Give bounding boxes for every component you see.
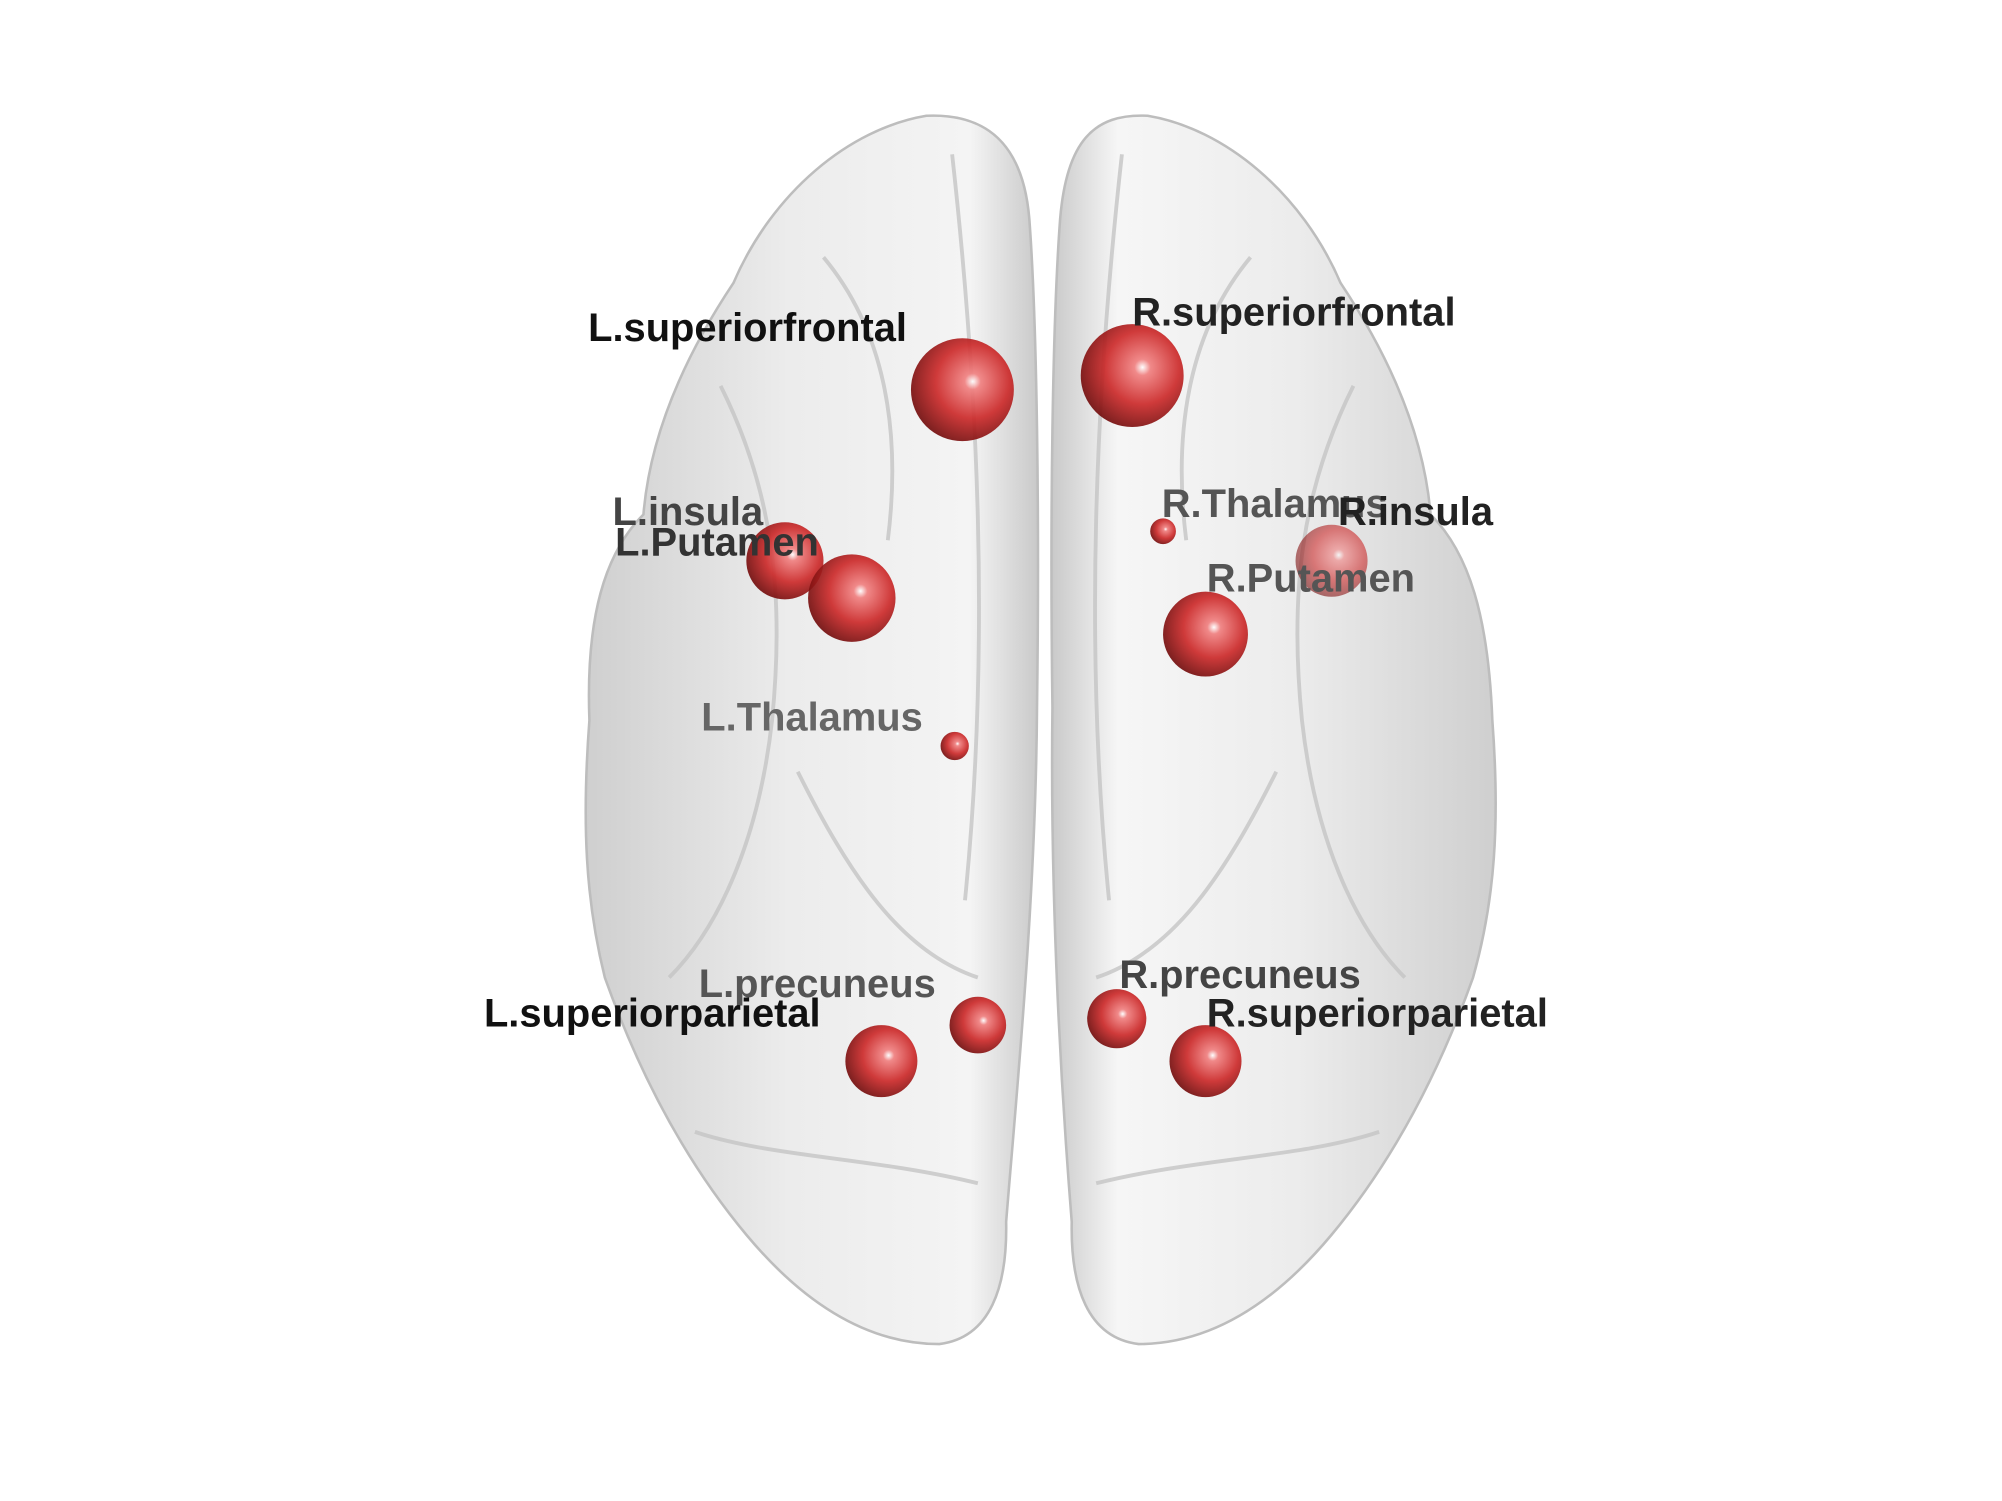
labels-layer: L.superiorfrontal R.superiorfrontalL.insu… [484,290,1548,1035]
node-label-l-putamen: L.Putamen [615,521,819,565]
node-l-insula [746,522,824,600]
node-label-l-insula: L.insula [613,490,764,534]
node-r-thalamus [1150,518,1176,545]
node-label-l-thalamus: L.Thalamus [701,696,922,740]
node-l-superiorfrontal [910,338,1014,442]
node-label-r-insula: R.insula [1338,490,1494,534]
node-l-thalamus [940,731,969,761]
nodes-layer [746,324,1368,1098]
node-label-l-superiorparietal: L.superiorparietal [484,991,821,1035]
node-l-superiorparietal [845,1025,918,1098]
node-label-l-superiorfrontal: L.superiorfrontal [588,306,907,350]
node-r-superiorfrontal [1080,324,1184,428]
node-l-precuneus [949,996,1007,1054]
node-label-r-superiorfrontal: R.superiorfrontal [1132,290,1455,334]
node-label-r-putamen: R.Putamen [1207,557,1415,601]
node-label-r-superiorparietal: R.superiorparietal [1207,991,1548,1035]
node-r-superiorparietal [1169,1025,1242,1098]
node-label-l-precuneus: L.precuneus [699,962,936,1006]
node-r-insula [1295,524,1368,597]
node-r-precuneus [1087,989,1147,1049]
right-hemisphere [1050,114,1497,1346]
node-label-r-thalamus: R.Thalamus [1162,482,1388,526]
node-l-putamen [808,554,896,642]
node-label-r-precuneus: R.precuneus [1119,953,1360,997]
node-r-putamen [1163,591,1248,677]
